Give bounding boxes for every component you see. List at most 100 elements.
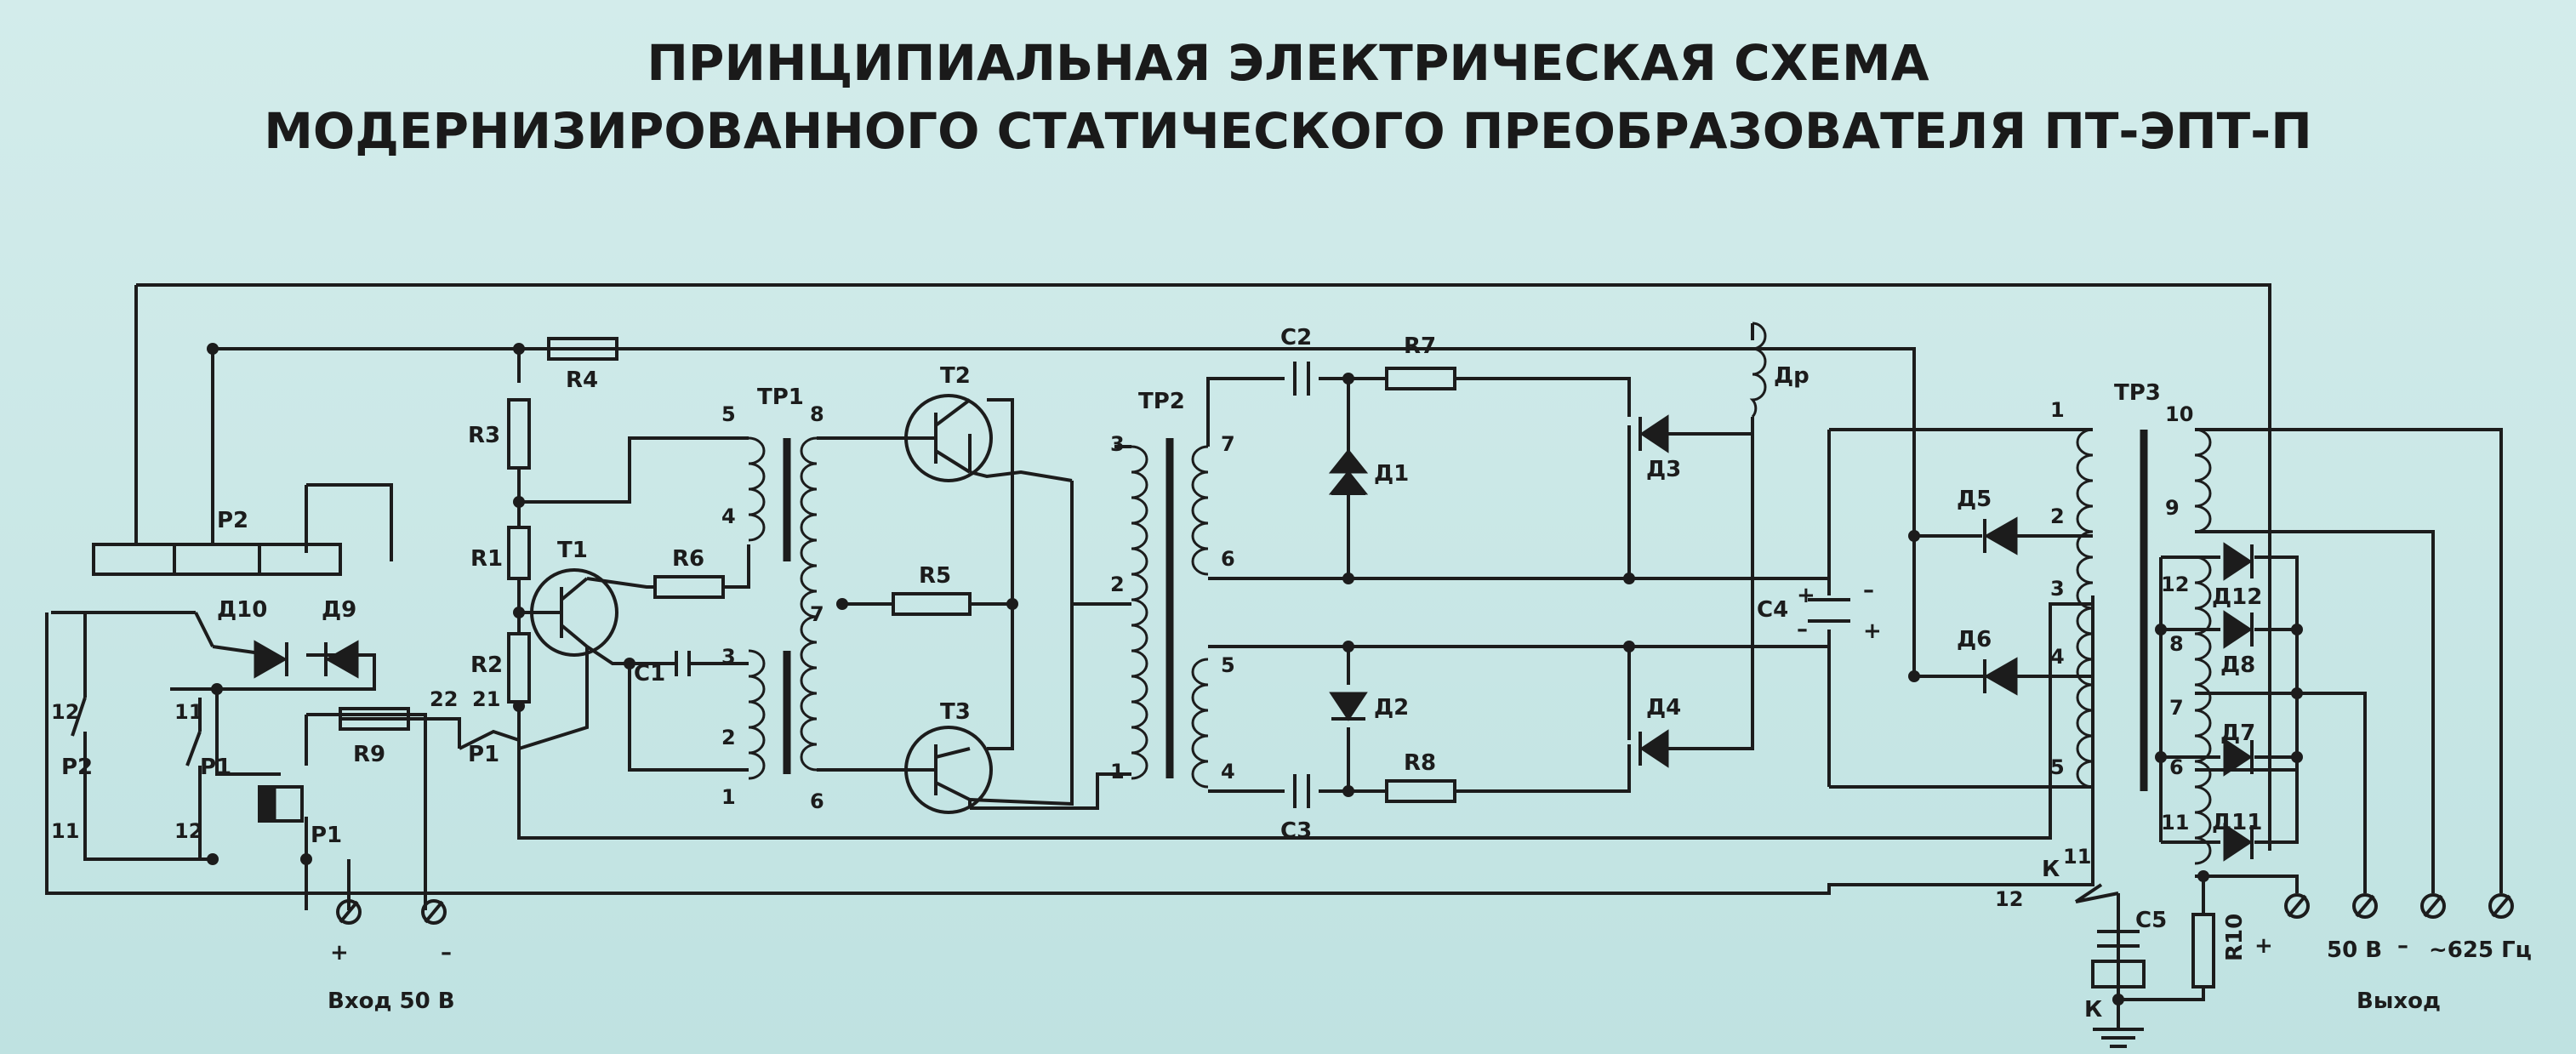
ground-symbol bbox=[2093, 1028, 2144, 1048]
label-relay-p1-coil: Р1 bbox=[311, 823, 342, 848]
diode-d7 bbox=[2223, 738, 2254, 777]
diode-d5 bbox=[1983, 516, 2018, 555]
label-c3: С3 bbox=[1280, 818, 1312, 844]
transistors bbox=[530, 394, 993, 814]
title-line-1: ПРИНЦИПИАЛЬНАЯ ЭЛЕКТРИЧЕСКАЯ СХЕМА bbox=[647, 34, 1929, 92]
pin: 8 bbox=[2169, 632, 2184, 656]
pin: 11 bbox=[51, 819, 79, 843]
resistor-r6 bbox=[653, 575, 725, 599]
pin: 4 bbox=[721, 504, 736, 528]
label-r1: R1 bbox=[470, 546, 503, 572]
label-d4: Д4 bbox=[1646, 695, 1681, 721]
resistor-r3 bbox=[507, 398, 531, 470]
relays bbox=[71, 543, 2146, 988]
pin: 5 bbox=[1221, 653, 1235, 677]
transistor-t1 bbox=[530, 568, 618, 657]
c4-plus-left: + bbox=[1797, 583, 1815, 608]
pin: 4 bbox=[1221, 760, 1235, 783]
pin: 7 bbox=[2169, 696, 2184, 720]
label-r10: R10 bbox=[2222, 914, 2248, 961]
pin: 3 bbox=[721, 645, 736, 669]
resistor-r1 bbox=[507, 526, 531, 580]
diode-d11 bbox=[2223, 823, 2254, 862]
capacitor-c5 bbox=[2097, 930, 2140, 948]
label-r6: R6 bbox=[672, 546, 704, 572]
pin: 12 bbox=[2161, 573, 2189, 596]
label-relay-p1-switch: Р1 bbox=[468, 742, 499, 767]
resistor-r4 bbox=[547, 337, 618, 361]
output-plus: + bbox=[2254, 933, 2273, 959]
label-r9: R9 bbox=[353, 742, 385, 767]
label-c2: С2 bbox=[1280, 325, 1312, 350]
choke-dr bbox=[1749, 322, 1767, 434]
resistor-r9 bbox=[339, 707, 410, 731]
label-t3: Т3 bbox=[940, 699, 971, 725]
transistor-t3 bbox=[904, 726, 993, 814]
pin: 11 bbox=[2161, 811, 2189, 835]
diode-d2 bbox=[1329, 692, 1368, 721]
pin: 12 bbox=[51, 700, 79, 724]
pin: 2 bbox=[1110, 573, 1125, 596]
capacitor-c1 bbox=[664, 651, 706, 676]
label-t1: Т1 bbox=[557, 538, 588, 563]
label-d6: Д6 bbox=[1957, 627, 1992, 652]
terminal-labels: + – Вход 50 В + 50 В – ~625 Гц Выход bbox=[328, 933, 2532, 1014]
diode-d12 bbox=[2223, 542, 2254, 581]
resistor-r8 bbox=[1385, 779, 1456, 803]
pin: 3 bbox=[1110, 432, 1125, 456]
pin: 9 bbox=[2165, 496, 2180, 520]
label-d11: Д11 bbox=[2212, 810, 2262, 835]
label-r4: R4 bbox=[566, 367, 598, 393]
resistors bbox=[339, 337, 2215, 988]
capacitors bbox=[664, 362, 2140, 948]
pin: 6 bbox=[2169, 755, 2184, 779]
transformer-tr1 bbox=[748, 436, 818, 780]
label-d9: Д9 bbox=[322, 597, 356, 623]
label-d2: Д2 bbox=[1374, 695, 1409, 721]
pin: 11 bbox=[174, 700, 202, 724]
pin: 22 bbox=[430, 687, 458, 711]
pin: 4 bbox=[2050, 645, 2065, 669]
pin: 21 bbox=[472, 687, 500, 711]
label-r2: R2 bbox=[470, 652, 503, 678]
label-r5: R5 bbox=[919, 563, 951, 589]
label-relay-k-contact: К bbox=[2042, 857, 2060, 882]
transformer-tr3 bbox=[2076, 428, 2212, 865]
label-relay-p2-contact: Р2 bbox=[61, 755, 93, 780]
junctions bbox=[207, 343, 2303, 1006]
pin: 3 bbox=[2050, 577, 2065, 601]
label-d10: Д10 bbox=[217, 597, 267, 623]
pin: 11 bbox=[2063, 845, 2091, 869]
pin: 6 bbox=[1221, 547, 1235, 571]
polarity-marks: + – – + bbox=[1797, 578, 1882, 644]
pin: 1 bbox=[1110, 760, 1125, 783]
resistor-r2 bbox=[507, 632, 531, 704]
c4-plus-right: + bbox=[1863, 618, 1882, 644]
component-labels: R4 R3 R1 R2 R6 R5 R7 R8 R9 R10 С1 С2 С3 … bbox=[61, 325, 2262, 1023]
input-minus: – bbox=[441, 940, 452, 966]
pin: 6 bbox=[810, 789, 824, 813]
capacitor-c4 bbox=[1808, 598, 1850, 623]
label-c1: С1 bbox=[634, 661, 665, 687]
pin: 10 bbox=[2165, 402, 2193, 426]
resistor-r10 bbox=[2191, 913, 2215, 988]
label-t2: Т2 bbox=[940, 363, 971, 389]
pin: 8 bbox=[810, 402, 824, 426]
c4-minus-right: – bbox=[1863, 578, 1874, 603]
diode-d8 bbox=[2223, 610, 2254, 649]
output-minus: – bbox=[2397, 933, 2408, 959]
diodes bbox=[254, 414, 2254, 862]
pin: 2 bbox=[721, 726, 736, 749]
label-d3: Д3 bbox=[1646, 457, 1681, 482]
label-d7: Д7 bbox=[2220, 721, 2255, 746]
label-r7: R7 bbox=[1404, 333, 1436, 359]
transistor-t2 bbox=[904, 394, 993, 482]
label-relay-p2-coil: Р2 bbox=[217, 508, 248, 533]
c4-minus-left: – bbox=[1797, 617, 1808, 642]
transformer-tr2 bbox=[1131, 438, 1209, 789]
pin: 12 bbox=[174, 819, 202, 843]
label-r8: R8 bbox=[1404, 750, 1436, 776]
diode-d10 bbox=[254, 640, 288, 679]
pin: 12 bbox=[1995, 887, 2023, 911]
label-d1: Д1 bbox=[1374, 461, 1409, 487]
